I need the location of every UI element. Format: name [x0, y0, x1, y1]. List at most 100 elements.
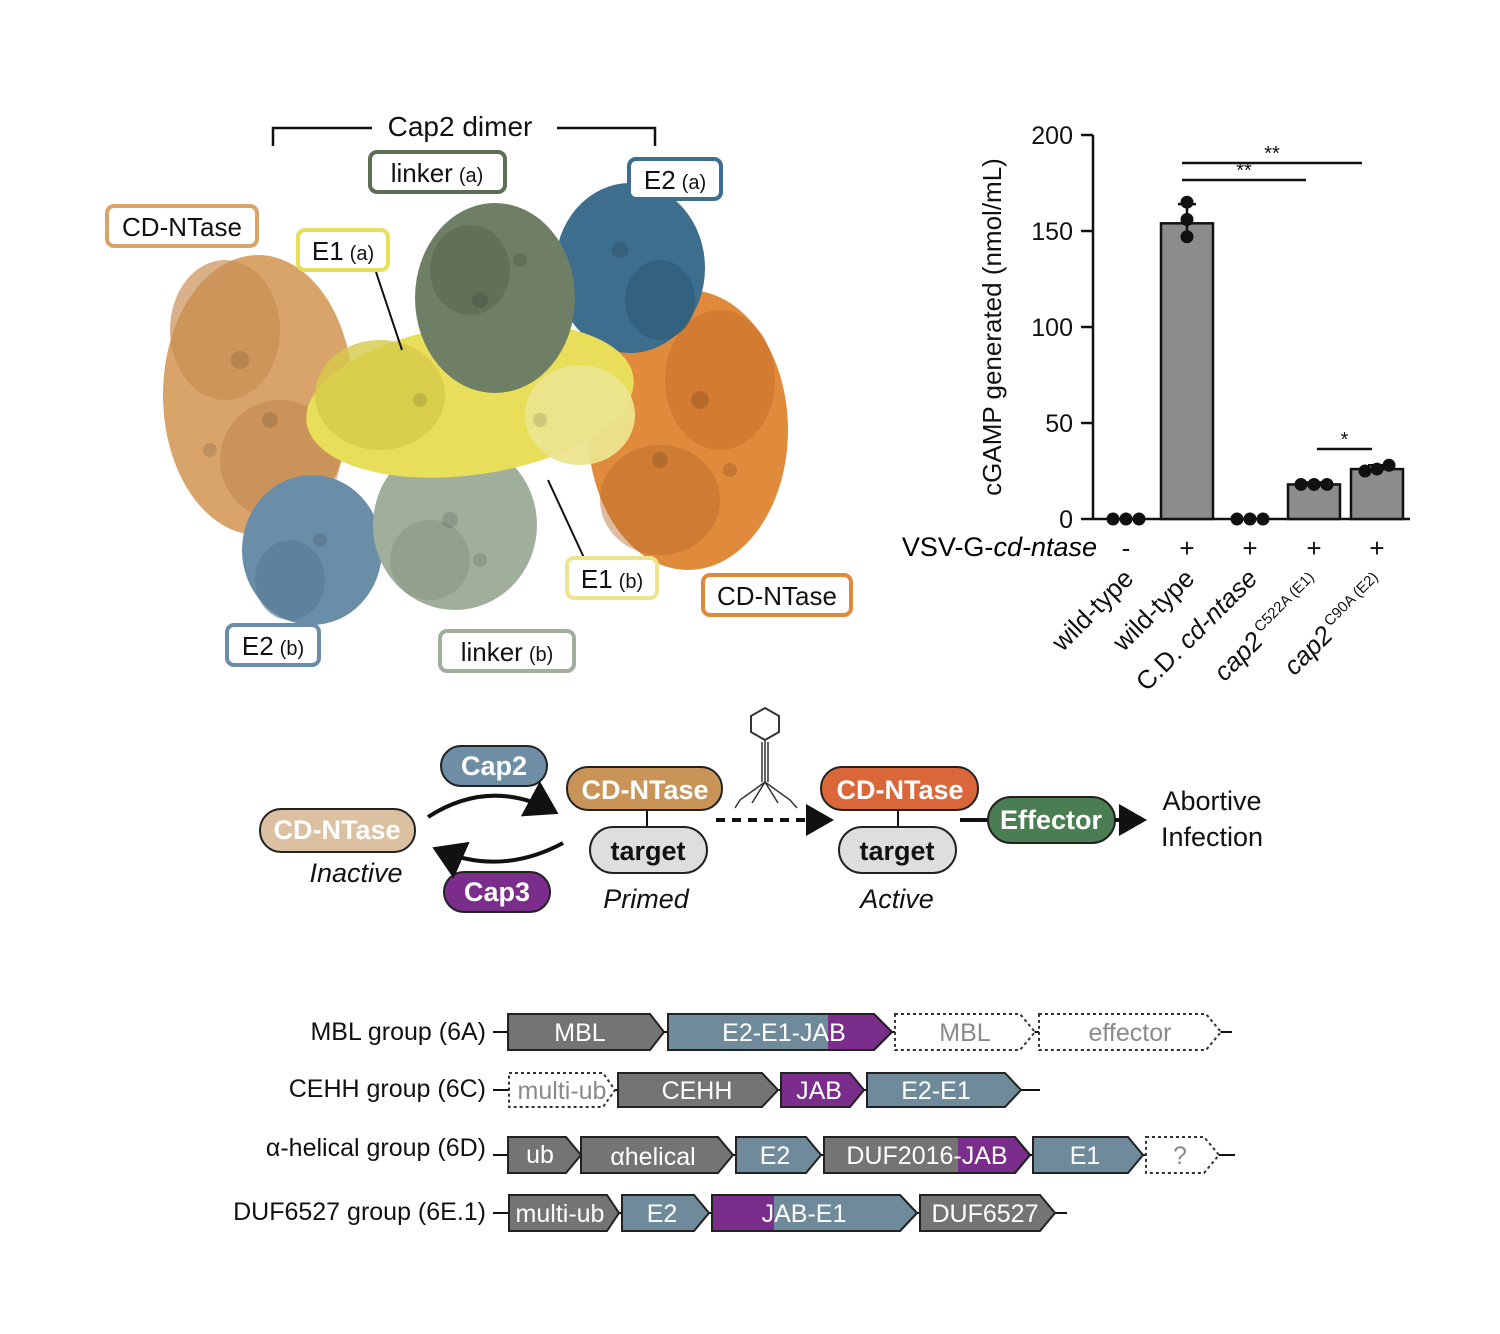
- operon-label-mbl: MBL group (6A): [310, 1018, 486, 1046]
- gene-effector: effector: [1038, 1013, 1223, 1051]
- gene-e2-alpha: E2: [735, 1136, 823, 1174]
- svg-text:effector: effector: [1089, 1019, 1172, 1047]
- gene-jab: JAB: [780, 1072, 866, 1108]
- data-point: [1106, 512, 1120, 526]
- svg-text:linker(a): linker(a): [391, 158, 484, 188]
- condition-signs: -++++: [1122, 533, 1385, 563]
- condition-sign: +: [1242, 533, 1257, 563]
- reset-arrow: [432, 841, 564, 879]
- operon-label-cehh: CEHH group (6C): [289, 1075, 486, 1103]
- svg-text:CD-NTase: CD-NTase: [836, 775, 963, 805]
- data-point: [1243, 512, 1257, 526]
- y-tick-label: 100: [1031, 314, 1073, 342]
- data-point: [1119, 512, 1133, 526]
- svg-text:JAB-E1: JAB-E1: [762, 1200, 847, 1228]
- svg-text:CD-NTase: CD-NTase: [717, 581, 837, 611]
- gene-unknown: ?: [1145, 1136, 1221, 1174]
- svg-text:αhelical: αhelical: [610, 1143, 695, 1171]
- label-linker-b: linker(b): [438, 629, 576, 673]
- primed-complex: CD-NTase target: [566, 766, 723, 874]
- data-point: [1230, 512, 1244, 526]
- primed-state: Primed: [603, 884, 690, 914]
- active-state: Active: [858, 884, 934, 914]
- svg-text:MBL: MBL: [554, 1019, 606, 1047]
- svg-text:target: target: [859, 836, 934, 866]
- svg-text:E1(b): E1(b): [581, 564, 643, 594]
- gene-alpha-helical: αhelical: [580, 1136, 735, 1174]
- inactive-state: Inactive: [309, 858, 402, 888]
- significance-label: **: [1264, 143, 1280, 165]
- operon-label-duf6527: DUF6527 group (6E.1): [233, 1198, 486, 1226]
- condition-row-label: VSV-G-cd-ntase: [902, 532, 1097, 562]
- significance-label: *: [1341, 429, 1349, 451]
- active-complex: CD-NTase target: [820, 766, 979, 874]
- data-point: [1132, 512, 1146, 526]
- svg-text:E2(a): E2(a): [644, 165, 706, 195]
- svg-text:Effector: Effector: [1000, 805, 1103, 835]
- cap2-pill: Cap2: [440, 745, 548, 787]
- condition-sign: +: [1179, 533, 1194, 563]
- e1-b-leader: [547, 479, 586, 561]
- operon-diagrams: MBL group (6A) MBL E2-E1-JAB MBL effecto…: [233, 1013, 1235, 1232]
- outcome-line-2: Infection: [1161, 822, 1263, 852]
- data-point: [1294, 477, 1308, 491]
- y-tick-label: 0: [1059, 506, 1073, 534]
- svg-text:E2-E1: E2-E1: [901, 1077, 970, 1105]
- data-point: [1180, 230, 1194, 244]
- label-e2-a: E2(a): [627, 157, 723, 201]
- label-e1-b: E1(b): [565, 556, 659, 600]
- cap3-pill: Cap3: [443, 871, 551, 913]
- svg-text:CD-NTase: CD-NTase: [581, 775, 708, 805]
- svg-text:multi-ub: multi-ub: [518, 1077, 607, 1105]
- pathway-diagram: Cap2 Cap3 CD-NTase Inactive CD-: [259, 706, 1263, 914]
- gene-multi-ub: multi-ub: [508, 1072, 617, 1108]
- gene-mbl-2: MBL: [894, 1013, 1037, 1051]
- gene-jab-e1: JAB-E1: [711, 1194, 919, 1232]
- significance-label: **: [1236, 160, 1252, 182]
- svg-text:Cap2: Cap2: [461, 751, 527, 781]
- svg-text:E2-E1-JAB: E2-E1-JAB: [722, 1019, 846, 1047]
- data-point: [1320, 477, 1334, 491]
- condition-sign: -: [1122, 533, 1131, 563]
- label-linker-a: linker(a): [368, 150, 507, 194]
- dimer-bracket: [271, 126, 657, 146]
- y-tick-label: 50: [1045, 410, 1073, 438]
- gene-e2-duf: E2: [621, 1194, 711, 1232]
- outcome-line-1: Abortive: [1162, 786, 1261, 816]
- gene-e2-e1-jab: E2-E1-JAB: [667, 1013, 894, 1051]
- gene-duf2016-jab: DUF2016-JAB: [823, 1136, 1032, 1174]
- data-point: [1307, 477, 1321, 491]
- label-e1-a: E1(a): [296, 228, 390, 272]
- priming-arrow: [426, 781, 559, 819]
- svg-text:Cap3: Cap3: [464, 877, 530, 907]
- significance-brackets: *****: [1182, 143, 1372, 451]
- gene-e2-e1: E2-E1: [866, 1072, 1023, 1108]
- bar: [1159, 222, 1215, 521]
- svg-text:E2: E2: [760, 1142, 791, 1170]
- svg-text:E1(a): E1(a): [312, 236, 374, 266]
- operon-label-alpha: α-helical group (6D): [266, 1134, 486, 1162]
- label-cdntase-left: CD-NTase: [105, 204, 259, 248]
- density-map: [163, 183, 788, 625]
- phage-icon: [734, 706, 798, 809]
- svg-text:JAB: JAB: [796, 1077, 842, 1105]
- gene-duf6527: DUF6527: [919, 1194, 1057, 1232]
- svg-text:E2(b): E2(b): [242, 631, 304, 661]
- gene-e1-alpha: E1: [1032, 1136, 1145, 1174]
- y-axis-title: cGAMP generated (nmol/mL): [977, 158, 1007, 496]
- gene-multi-ub-2: multi-ub: [508, 1194, 621, 1232]
- bars: [1106, 195, 1405, 526]
- svg-text:multi-ub: multi-ub: [516, 1200, 605, 1228]
- data-point: [1370, 462, 1384, 476]
- bar: [1349, 467, 1405, 521]
- y-tick-label: 150: [1031, 218, 1073, 246]
- svg-text:linker(b): linker(b): [461, 637, 554, 667]
- svg-text:E1: E1: [1070, 1142, 1101, 1170]
- data-point: [1180, 195, 1194, 209]
- condition-sign: +: [1369, 533, 1384, 563]
- svg-text:CEHH: CEHH: [662, 1077, 733, 1105]
- structure-panel: Cap2 dimer: [105, 111, 853, 673]
- data-point: [1256, 512, 1270, 526]
